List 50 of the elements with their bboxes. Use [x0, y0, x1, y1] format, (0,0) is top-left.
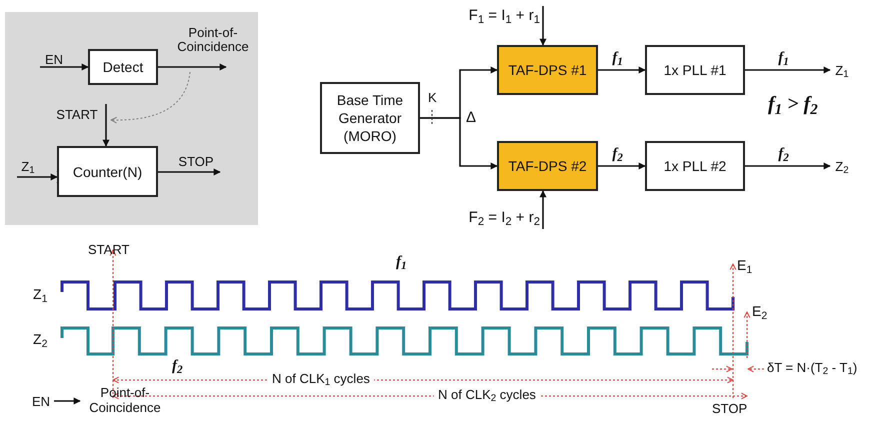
signal-label: E$_{2}$	[752, 303, 768, 319]
edge-label: f$_{1}$	[778, 50, 789, 66]
signal-label: Z$_{1}$	[830, 60, 854, 80]
equation-label: F$_{1}$ = I$_{1}$ + r$_{1}$	[462, 4, 540, 28]
signal-label: E$_{1}$	[737, 257, 752, 273]
arrow	[110, 72, 190, 124]
signal-label: Z$_{1}$	[17, 155, 39, 177]
signal-label: Z$_{2}$	[830, 156, 854, 176]
panel-background	[5, 12, 258, 225]
arrow	[158, 64, 227, 70]
arrow	[54, 398, 81, 404]
arrow	[40, 64, 89, 70]
arrow	[17, 174, 58, 180]
arrow	[745, 66, 831, 74]
arrow	[745, 162, 831, 170]
edge-label: f$_{2}$	[778, 146, 789, 162]
arrow	[598, 66, 646, 74]
signal-label: START	[88, 242, 130, 258]
arrow	[102, 104, 110, 147]
signal-label: Point-of-Coincidence	[80, 380, 170, 420]
signal-label: STOP	[712, 401, 748, 417]
arrow	[420, 117, 498, 170]
arrow	[540, 190, 546, 229]
signal-label: EN	[28, 392, 54, 410]
arrow	[598, 162, 646, 170]
block-box: 1x PLL #1	[645, 45, 745, 95]
dimension-label: N of CLK$_{2}$ cycles	[434, 387, 540, 403]
signal-label: START	[46, 104, 108, 124]
signal-label: Z$_{2}$	[33, 331, 48, 347]
arrow	[540, 6, 546, 46]
frequency-label: f$_{1}$	[396, 254, 407, 270]
signal-label: K	[428, 90, 437, 106]
block-box: Base Time Generator (MORO)	[320, 82, 420, 154]
equation-label: F$_{2}$ = I$_{2}$ + r$_{2}$	[462, 205, 540, 231]
edge-label: f$_{1}$	[612, 50, 623, 66]
signal-label: Z$_{1}$	[33, 286, 48, 302]
block-box: Detect	[88, 49, 158, 85]
block-box: TAF-DPS #1	[497, 45, 598, 95]
edge-label: f$_{2}$	[612, 146, 623, 162]
formula-label: δT = N·(T$_{2}$ - T$_{1}$)	[767, 360, 858, 376]
signal-label: Point-of-Coincidence	[170, 26, 256, 67]
frequency-label: f$_{2}$	[172, 358, 183, 374]
frequency-relation: f$_{1}$ > f$_{2}$	[768, 96, 818, 112]
dimension-label: N of CLK$_{1}$ cycles	[268, 371, 374, 387]
block-box: TAF-DPS #2	[497, 141, 598, 191]
arrow	[158, 168, 221, 176]
block-box: 1x PLL #2	[645, 141, 745, 191]
signal-label: STOP	[170, 150, 222, 172]
signal-label: EN	[40, 51, 68, 67]
delta-symbol: Δ	[466, 110, 476, 126]
